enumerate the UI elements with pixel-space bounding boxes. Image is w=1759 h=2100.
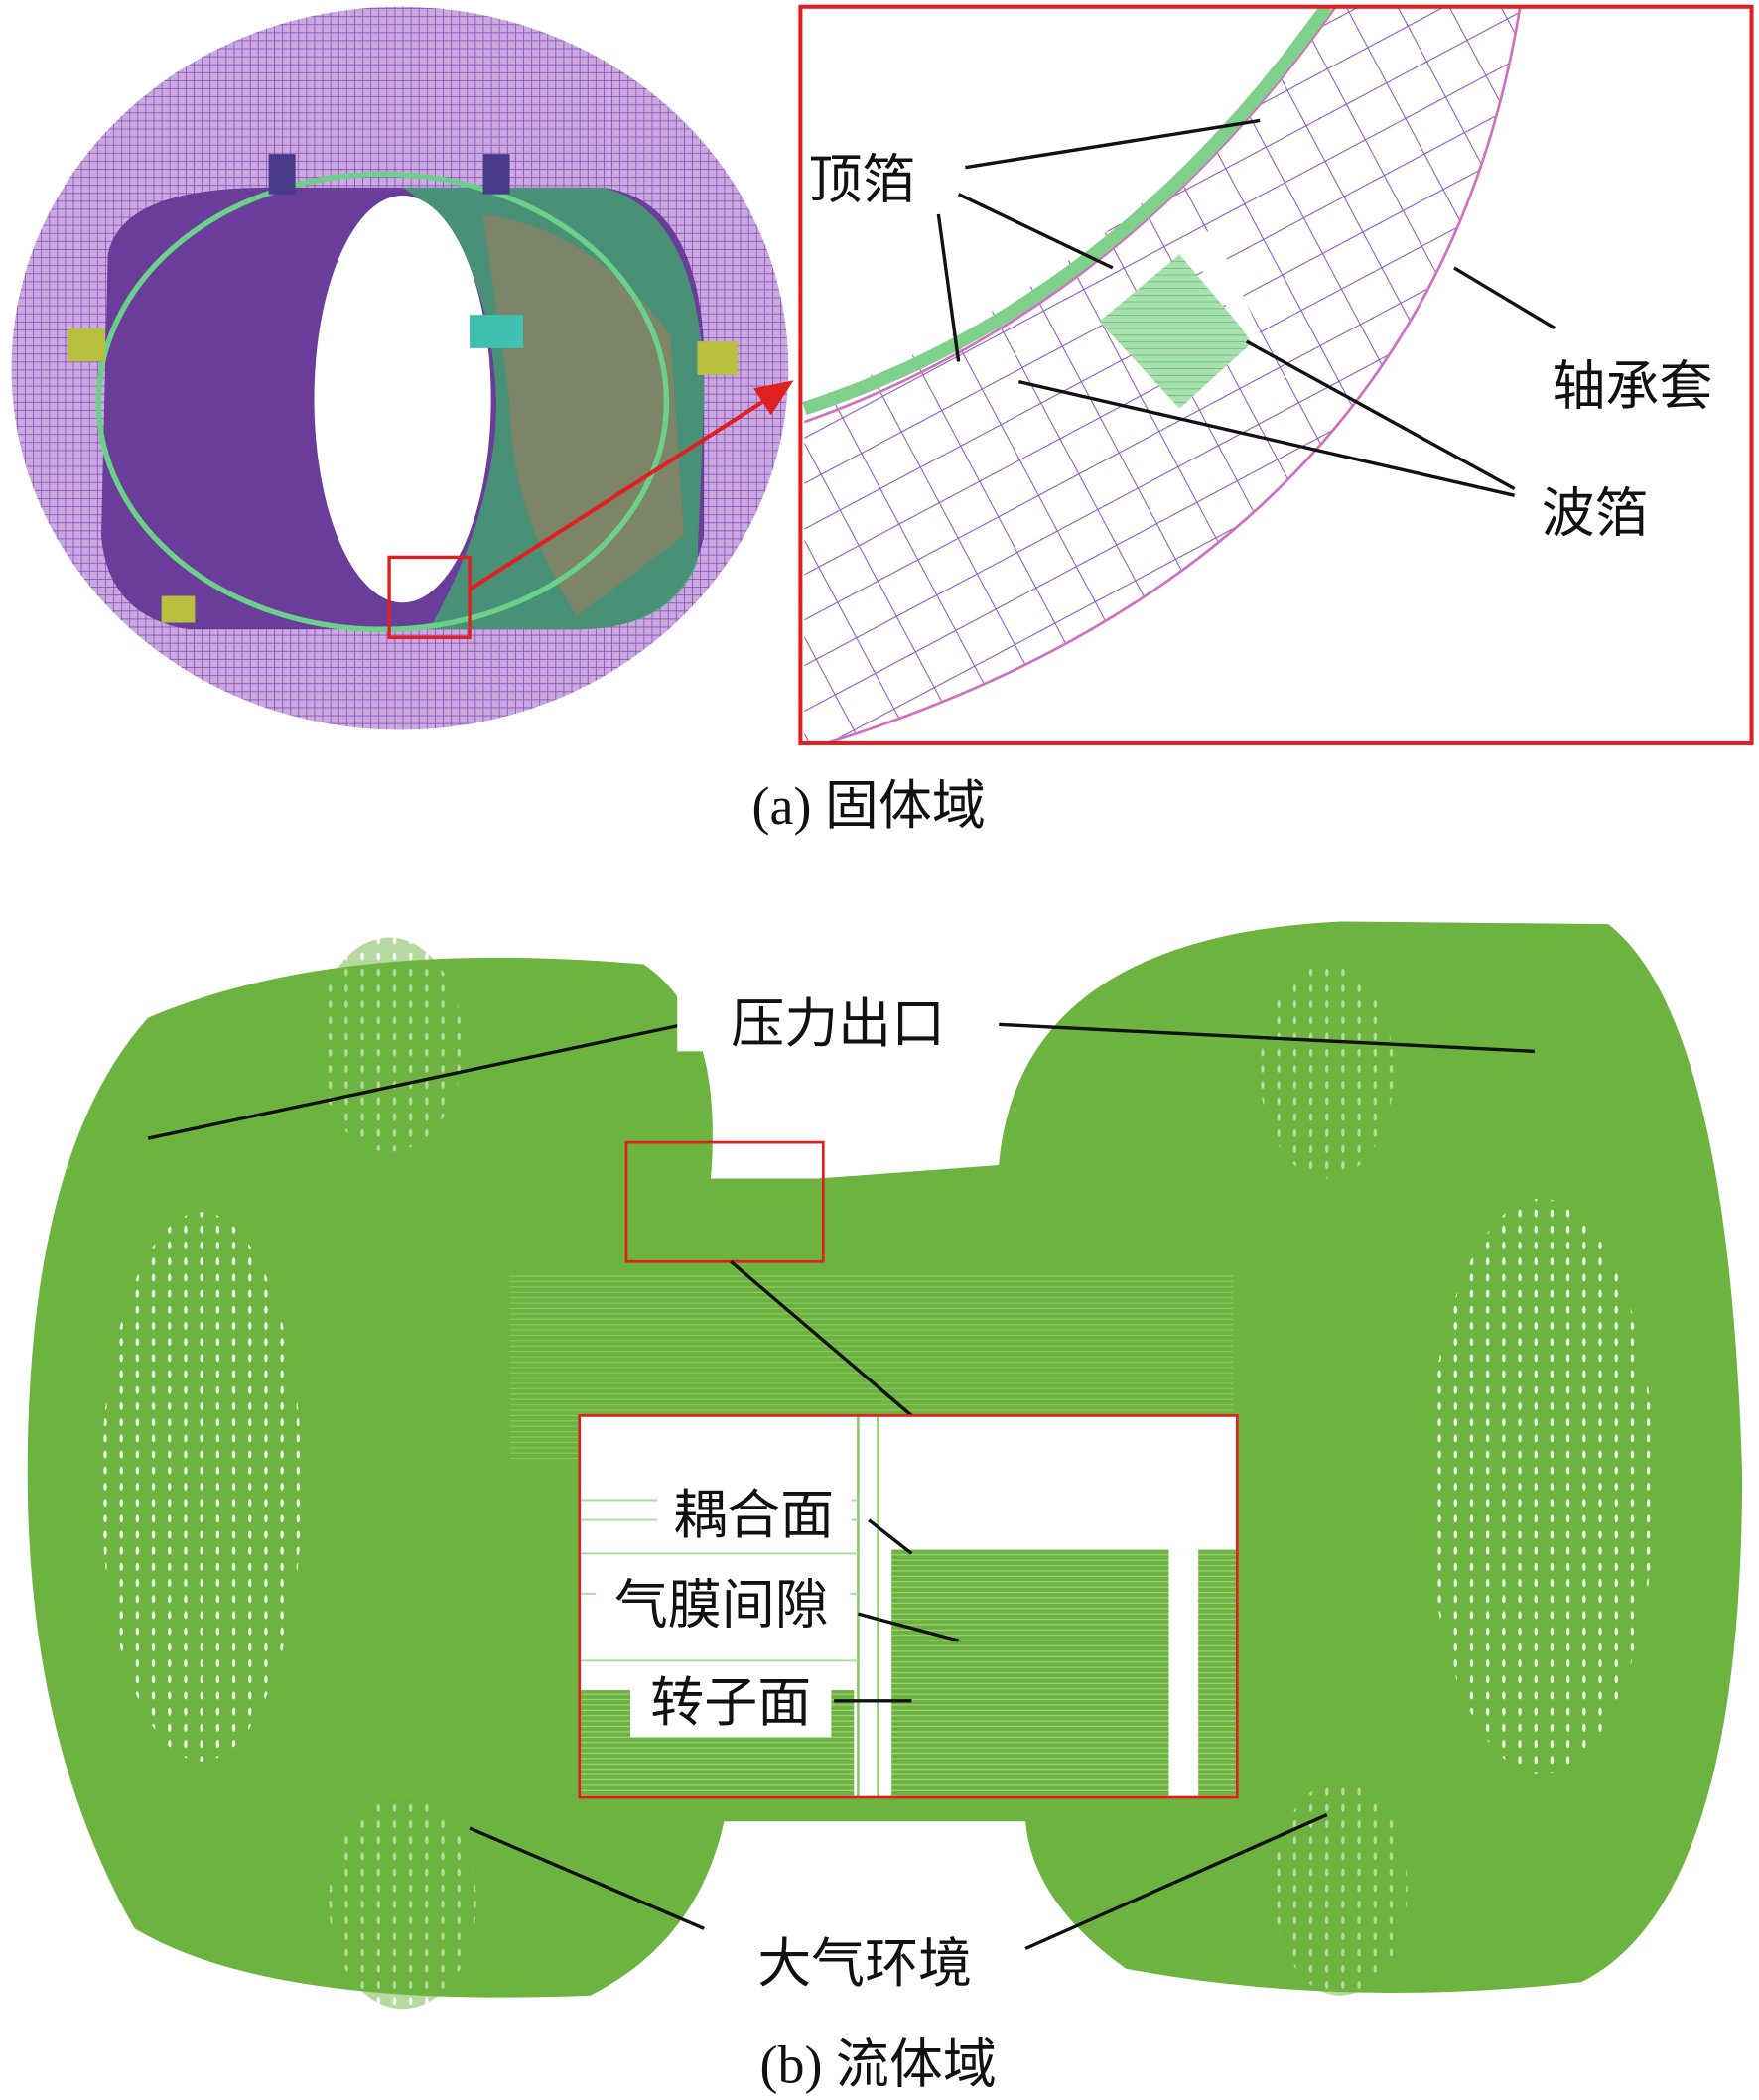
label-top-foil: 顶箔	[808, 149, 915, 211]
leader-lines-a	[936, 118, 1556, 497]
leader-lines-b	[147, 1022, 1535, 1951]
zoom-arrow	[468, 380, 794, 591]
bump-foil-block	[1099, 254, 1254, 409]
zoom-marker-a	[387, 555, 472, 640]
caption-b: (b) 流体域	[759, 2034, 996, 2094]
label-bearing-sleeve: 轴承套	[1552, 355, 1712, 418]
label-gas-film-gap: 气膜间隙	[614, 1574, 829, 1637]
label-atmosphere: 大气环境	[757, 1932, 972, 1995]
zoom-frame-a	[798, 4, 1754, 745]
bore-hole	[314, 196, 491, 603]
label-coupling-face: 耦合面	[673, 1484, 834, 1546]
zoom-leader-b	[730, 1259, 913, 1417]
label-bump-foil: 波箔	[1542, 482, 1649, 545]
zoom-frame-b	[578, 1414, 1239, 1799]
solid-domain-mesh	[11, 6, 789, 730]
caption-a: (a) 固体域	[752, 776, 986, 836]
label-rotor-face: 转子面	[650, 1671, 811, 1734]
label-pressure-outlet: 压力出口	[731, 992, 945, 1055]
zoom-marker-b	[624, 1140, 825, 1263]
